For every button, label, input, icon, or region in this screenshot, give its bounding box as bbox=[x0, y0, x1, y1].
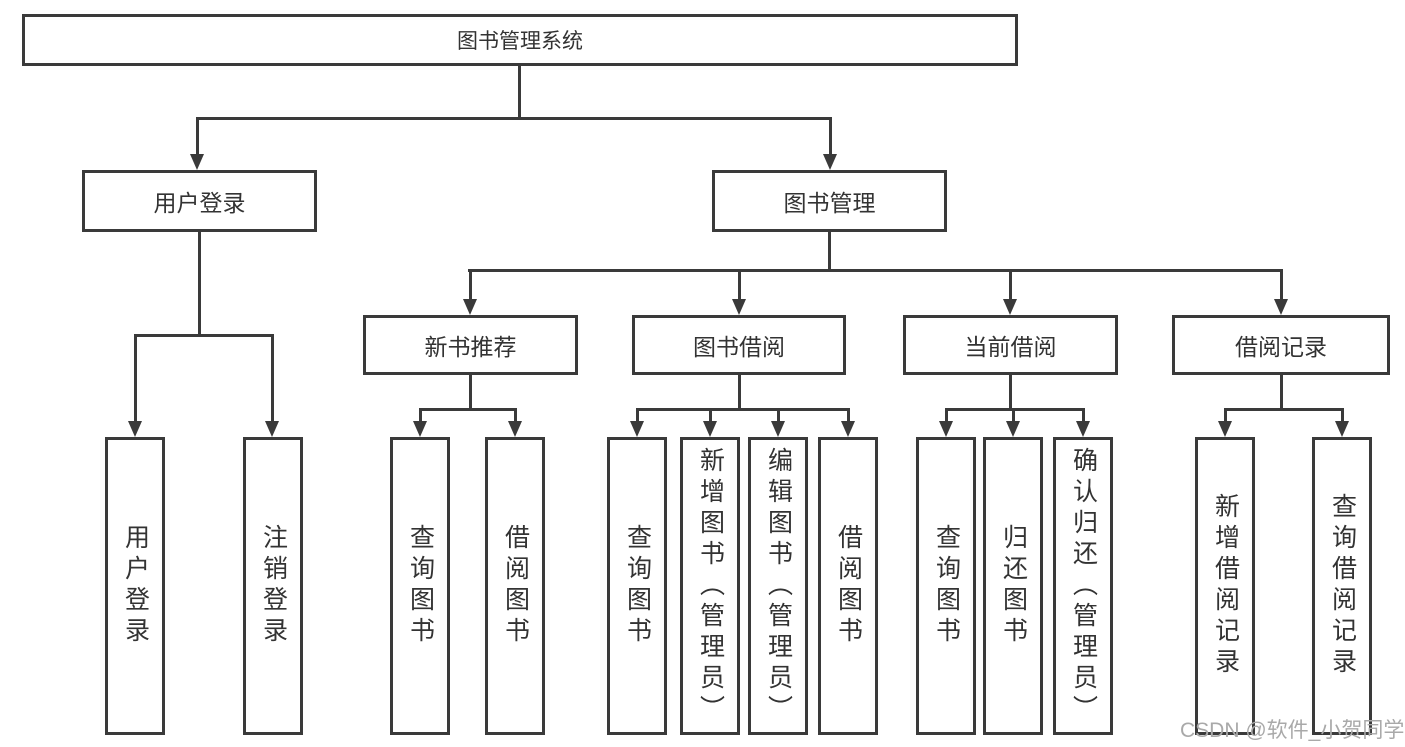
connector-line bbox=[636, 408, 639, 421]
arrow-down-icon bbox=[1274, 299, 1288, 315]
leaf-confirm-return-admin: 确认归还（管理员） bbox=[1053, 437, 1113, 735]
connector-line bbox=[1224, 408, 1343, 411]
connector-line bbox=[828, 232, 831, 270]
leaf-borrow-books-1: 借阅图书 bbox=[485, 437, 545, 735]
leaf-label: 查询借阅记录 bbox=[1328, 493, 1357, 679]
leaf-logout: 注销登录 bbox=[243, 437, 303, 735]
connector-line bbox=[1012, 408, 1015, 421]
node-book-management: 图书管理 bbox=[712, 170, 947, 232]
connector-line bbox=[738, 269, 741, 300]
arrow-down-icon bbox=[630, 421, 644, 437]
node-label: 图书管理 bbox=[783, 190, 876, 216]
connector-line bbox=[196, 117, 199, 154]
node-label: 当前借阅 bbox=[964, 334, 1057, 360]
leaf-return-books: 归还图书 bbox=[983, 437, 1043, 735]
connector-line bbox=[134, 334, 274, 337]
arrow-down-icon bbox=[841, 421, 855, 437]
leaf-user-login: 用户登录 bbox=[105, 437, 165, 735]
leaf-label: 编辑图书（管理员） bbox=[764, 446, 793, 726]
arrow-down-icon bbox=[1335, 421, 1349, 437]
node-user-login: 用户登录 bbox=[82, 170, 317, 232]
connector-line bbox=[518, 66, 521, 118]
leaf-label: 借阅图书 bbox=[501, 524, 530, 648]
leaf-edit-books-admin: 编辑图书（管理员） bbox=[748, 437, 808, 735]
leaf-query-books-3: 查询图书 bbox=[916, 437, 976, 735]
leaf-label: 借阅图书 bbox=[834, 524, 863, 648]
node-label: 用户登录 bbox=[153, 190, 246, 216]
arrow-down-icon bbox=[771, 421, 785, 437]
arrow-down-icon bbox=[413, 421, 427, 437]
leaf-label: 用户登录 bbox=[121, 524, 150, 648]
leaf-borrow-books-2: 借阅图书 bbox=[818, 437, 878, 735]
node-borrowing-records: 借阅记录 bbox=[1172, 315, 1390, 375]
connector-line bbox=[1280, 375, 1283, 409]
arrow-down-icon bbox=[463, 299, 477, 315]
leaf-label: 查询图书 bbox=[406, 524, 435, 648]
arrow-down-icon bbox=[1003, 299, 1017, 315]
leaf-label: 查询图书 bbox=[623, 524, 652, 648]
connector-line bbox=[1082, 408, 1085, 421]
leaf-label: 归还图书 bbox=[999, 524, 1028, 648]
arrow-down-icon bbox=[265, 421, 279, 437]
node-new-book-recommendation: 新书推荐 bbox=[363, 315, 578, 375]
arrow-down-icon bbox=[190, 154, 204, 170]
leaf-label: 新增借阅记录 bbox=[1211, 493, 1240, 679]
connector-line bbox=[134, 334, 137, 421]
connector-line bbox=[1224, 408, 1227, 421]
leaf-add-borrow-record: 新增借阅记录 bbox=[1195, 437, 1255, 735]
connector-line bbox=[829, 117, 832, 154]
node-book-borrowing: 图书借阅 bbox=[632, 315, 846, 375]
connector-line bbox=[1341, 408, 1344, 421]
arrow-down-icon bbox=[939, 421, 953, 437]
leaf-label: 确认归还（管理员） bbox=[1069, 446, 1098, 726]
arrow-down-icon bbox=[1218, 421, 1232, 437]
connector-line bbox=[709, 408, 712, 421]
arrow-down-icon bbox=[823, 154, 837, 170]
connector-line bbox=[469, 269, 472, 300]
arrow-down-icon bbox=[732, 299, 746, 315]
connector-line bbox=[419, 408, 517, 411]
connector-line bbox=[196, 117, 832, 120]
connector-line bbox=[419, 408, 422, 421]
connector-line bbox=[1280, 269, 1283, 300]
connector-line bbox=[198, 232, 201, 335]
arrow-down-icon bbox=[128, 421, 142, 437]
connector-line bbox=[945, 408, 948, 421]
leaf-label: 查询图书 bbox=[932, 524, 961, 648]
leaf-label: 注销登录 bbox=[259, 524, 288, 648]
node-label: 图书管理系统 bbox=[457, 30, 583, 53]
connector-line bbox=[469, 375, 472, 409]
connector-line bbox=[1009, 375, 1012, 409]
node-label: 借阅记录 bbox=[1235, 334, 1327, 360]
leaf-query-books-2: 查询图书 bbox=[607, 437, 667, 735]
connector-line bbox=[468, 269, 1282, 272]
leaf-query-borrow-record: 查询借阅记录 bbox=[1312, 437, 1372, 735]
arrow-down-icon bbox=[1076, 421, 1090, 437]
connector-line bbox=[777, 408, 780, 421]
arrow-down-icon bbox=[1006, 421, 1020, 437]
connector-line bbox=[271, 334, 274, 421]
connector-line bbox=[636, 408, 850, 411]
connector-line bbox=[1009, 269, 1012, 300]
connector-line bbox=[847, 408, 850, 421]
node-current-borrowing: 当前借阅 bbox=[903, 315, 1118, 375]
node-library-management-system: 图书管理系统 bbox=[22, 14, 1018, 66]
arrow-down-icon bbox=[703, 421, 717, 437]
connector-line bbox=[514, 408, 517, 421]
node-label: 新书推荐 bbox=[424, 334, 517, 360]
leaf-query-books-1: 查询图书 bbox=[390, 437, 450, 735]
watermark: CSDN @软件_小贺同学 bbox=[1180, 719, 1405, 742]
node-label: 图书借阅 bbox=[693, 334, 785, 360]
leaf-label: 新增图书（管理员） bbox=[696, 446, 725, 726]
connector-line bbox=[738, 375, 741, 409]
arrow-down-icon bbox=[508, 421, 522, 437]
leaf-add-books-admin: 新增图书（管理员） bbox=[680, 437, 740, 735]
